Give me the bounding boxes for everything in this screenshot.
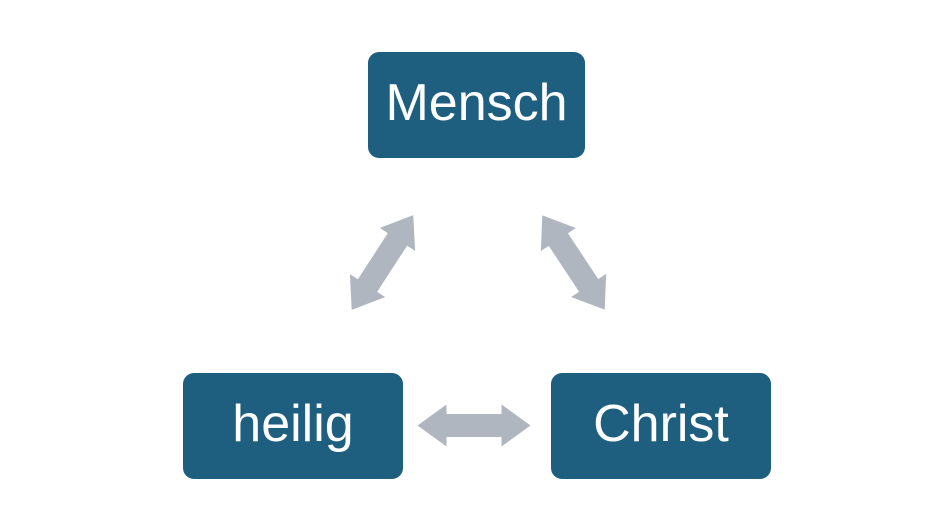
- node-christ-label: Christ: [593, 395, 729, 453]
- node-mensch: Mensch: [368, 52, 585, 158]
- node-mensch-label: Mensch: [385, 74, 568, 132]
- node-heilig: heilig: [183, 373, 403, 479]
- double-arrow-mensch-christ: [524, 203, 623, 322]
- node-christ: Christ: [551, 373, 771, 479]
- double-arrow-mensch-heilig: [334, 203, 431, 322]
- double-arrow-heilig-christ: [417, 404, 531, 447]
- node-heilig-label: heilig: [232, 395, 354, 453]
